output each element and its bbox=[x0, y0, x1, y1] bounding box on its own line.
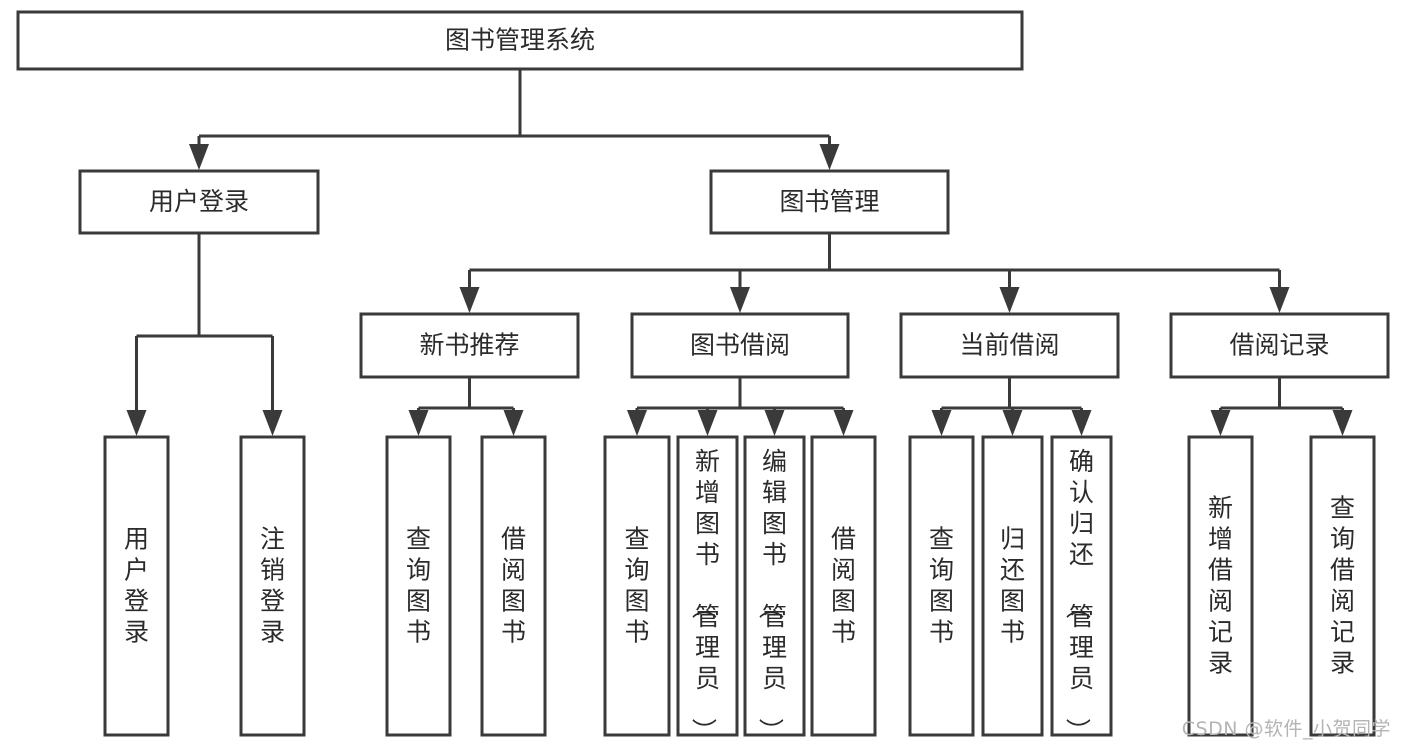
node-label-leaf-cb-query: 查询图书 bbox=[929, 525, 954, 647]
arrow-head-icon bbox=[262, 410, 283, 436]
node-box-leaf-bb-edit bbox=[743, 435, 806, 737]
arrow-head-icon bbox=[189, 144, 209, 170]
arrow-head-icon bbox=[1210, 410, 1231, 436]
arrow-head-icon bbox=[999, 287, 1020, 313]
node-leaf-cb-return[interactable]: 归还图书 bbox=[981, 435, 1044, 737]
edge-group-current-borrow bbox=[931, 377, 1092, 436]
node-label-leaf-cb-confirm: 确认归还（管理员） bbox=[1063, 447, 1094, 743]
node-leaf-user-login[interactable]: 用户登录 bbox=[103, 435, 170, 737]
node-box-new-book-rec bbox=[359, 312, 580, 379]
node-box-leaf-br-query bbox=[1309, 435, 1376, 737]
arrow-head-icon bbox=[1332, 410, 1353, 436]
arrow-head-icon bbox=[764, 410, 785, 436]
node-current-borrow[interactable]: 当前借阅 bbox=[899, 312, 1120, 379]
arrow-head-icon bbox=[697, 410, 718, 436]
arrow-head-icon bbox=[1269, 287, 1290, 313]
node-leaf-br-query[interactable]: 查询借阅记录 bbox=[1309, 435, 1376, 737]
node-leaf-bb-borrow[interactable]: 借阅图书 bbox=[810, 435, 877, 737]
edge-group-new-book-rec bbox=[408, 377, 524, 436]
node-box-leaf-bb-add bbox=[676, 435, 739, 737]
node-user-login[interactable]: 用户登录 bbox=[78, 169, 320, 235]
node-leaf-rec-query[interactable]: 查询图书 bbox=[385, 435, 452, 737]
node-label-current-borrow: 当前借阅 bbox=[959, 331, 1059, 360]
node-leaf-bb-add[interactable]: 新增图书（管理员） bbox=[676, 435, 739, 743]
node-leaf-bb-edit[interactable]: 编辑图书（管理员） bbox=[743, 435, 806, 743]
node-leaf-br-add[interactable]: 新增借阅记录 bbox=[1187, 435, 1254, 737]
edge-group-user-login bbox=[126, 233, 283, 436]
node-label-leaf-br-add: 新增借阅记录 bbox=[1208, 494, 1233, 678]
arrow-head-icon bbox=[627, 410, 647, 436]
node-label-leaf-user-login: 用户登录 bbox=[124, 525, 149, 647]
node-label-leaf-rec-borrow: 借阅图书 bbox=[501, 525, 526, 647]
arrow-head-icon bbox=[931, 410, 952, 436]
node-label-leaf-user-logout: 注销登录 bbox=[260, 525, 285, 647]
node-label-leaf-bb-query: 查询图书 bbox=[624, 525, 649, 647]
edge-group-root bbox=[189, 69, 840, 170]
node-leaf-cb-confirm[interactable]: 确认归还（管理员） bbox=[1050, 435, 1113, 743]
node-box-leaf-bb-borrow bbox=[810, 435, 877, 737]
node-label-borrow-record: 借阅记录 bbox=[1229, 331, 1329, 360]
node-borrow-record[interactable]: 借阅记录 bbox=[1169, 312, 1390, 379]
node-layer: 图书管理系统用户登录图书管理新书推荐图书借阅当前借阅借阅记录用户登录注销登录查询… bbox=[16, 10, 1390, 743]
node-box-current-borrow bbox=[899, 312, 1120, 379]
node-label-book-borrow: 图书借阅 bbox=[690, 331, 790, 360]
connector-layer bbox=[126, 69, 1353, 436]
node-book-mgmt[interactable]: 图书管理 bbox=[709, 169, 950, 235]
node-box-book-mgmt bbox=[709, 169, 950, 235]
arrow-head-icon bbox=[1071, 410, 1092, 436]
node-box-leaf-user-logout bbox=[239, 435, 306, 737]
node-root[interactable]: 图书管理系统 bbox=[16, 10, 1024, 71]
node-box-leaf-cb-confirm bbox=[1050, 435, 1113, 737]
arrow-head-icon bbox=[126, 410, 147, 436]
node-label-book-mgmt: 图书管理 bbox=[779, 187, 879, 216]
edge-group-borrow-record bbox=[1210, 377, 1353, 436]
node-leaf-bb-query[interactable]: 查询图书 bbox=[603, 435, 671, 737]
node-book-borrow[interactable]: 图书借阅 bbox=[630, 312, 850, 379]
node-box-root bbox=[16, 10, 1024, 71]
node-label-leaf-bb-edit: 编辑图书（管理员） bbox=[756, 447, 787, 743]
node-box-book-borrow bbox=[630, 312, 850, 379]
edge-group-book-mgmt bbox=[459, 233, 1290, 313]
arrow-head-icon bbox=[1002, 410, 1023, 436]
edge-group-book-borrow bbox=[627, 377, 854, 436]
arrow-head-icon bbox=[833, 410, 854, 436]
node-label-root: 图书管理系统 bbox=[445, 26, 595, 55]
node-box-leaf-br-add bbox=[1187, 435, 1254, 737]
node-label-leaf-bb-borrow: 借阅图书 bbox=[831, 525, 856, 647]
arrow-head-icon bbox=[819, 144, 840, 170]
node-label-user-login: 用户登录 bbox=[149, 187, 249, 216]
node-box-leaf-rec-query bbox=[385, 435, 452, 737]
node-box-user-login bbox=[78, 169, 320, 235]
csdn-watermark: CSDN @软件_小贺同学 bbox=[1181, 718, 1391, 740]
arrow-head-icon bbox=[408, 410, 429, 436]
node-box-leaf-cb-query bbox=[908, 435, 975, 737]
arrow-head-icon bbox=[503, 410, 524, 436]
node-label-leaf-br-query: 查询借阅记录 bbox=[1330, 494, 1355, 678]
node-box-leaf-bb-query bbox=[603, 435, 671, 737]
arrow-head-icon bbox=[730, 287, 750, 313]
node-box-borrow-record bbox=[1169, 312, 1390, 379]
node-box-leaf-cb-return bbox=[981, 435, 1044, 737]
node-box-leaf-rec-borrow bbox=[480, 435, 547, 737]
node-leaf-rec-borrow[interactable]: 借阅图书 bbox=[480, 435, 547, 737]
node-box-leaf-user-login bbox=[103, 435, 170, 737]
node-leaf-user-logout[interactable]: 注销登录 bbox=[239, 435, 306, 737]
node-label-leaf-cb-return: 归还图书 bbox=[1000, 525, 1025, 647]
node-label-new-book-rec: 新书推荐 bbox=[419, 331, 519, 360]
node-label-leaf-bb-add: 新增图书（管理员） bbox=[689, 447, 720, 743]
node-leaf-cb-query[interactable]: 查询图书 bbox=[908, 435, 975, 737]
node-label-leaf-rec-query: 查询图书 bbox=[406, 525, 431, 647]
arrow-head-icon bbox=[459, 287, 480, 313]
node-new-book-rec[interactable]: 新书推荐 bbox=[359, 312, 580, 379]
